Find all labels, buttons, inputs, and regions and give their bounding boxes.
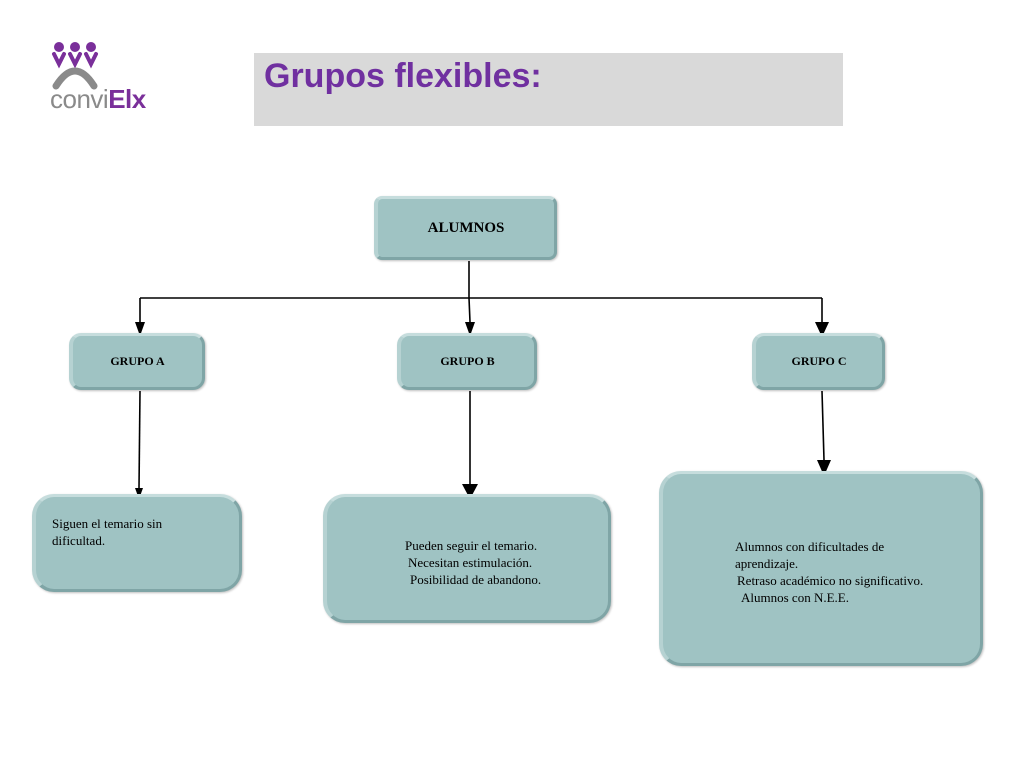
title-bar: Grupos flexibles:: [254, 53, 843, 126]
arrowhead-c-desc: [817, 460, 831, 476]
arrowhead-grupo-a: [135, 322, 145, 336]
node-grupo-c-label: GRUPO C: [791, 354, 847, 368]
node-grupo-b: GRUPO B: [397, 333, 537, 390]
convielx-logo-mark: [52, 42, 98, 90]
desc-grupo-c-text: Alumnos con dificultades de aprendizaje.…: [735, 538, 923, 606]
logo-text-elx: Elx: [108, 84, 146, 114]
connector-a-desc: [138, 390, 141, 489]
desc-line: aprendizaje.: [735, 556, 799, 571]
desc-line: Retraso académico no significativo.: [737, 573, 924, 588]
page-title: Grupos flexibles:: [264, 57, 542, 95]
desc-grupo-b-text: Pueden seguir el temario. Necesitan esti…: [405, 537, 541, 588]
desc-grupo-a: Siguen el temario sin dificultad.: [32, 494, 242, 592]
connector-to-grupo-b: [468, 297, 471, 323]
node-alumnos-label: ALUMNOS: [427, 219, 505, 236]
node-grupo-a-label: GRUPO A: [110, 354, 165, 368]
connector-c-desc: [821, 390, 825, 461]
desc-grupo-a-text: Siguen el temario sin dificultad.: [52, 515, 162, 549]
arrowhead-grupo-c: [815, 322, 829, 337]
logo-wordmark: conviElx: [50, 84, 146, 115]
node-alumnos: ALUMNOS: [374, 196, 557, 260]
desc-line: Pueden seguir el temario.: [405, 538, 538, 553]
desc-grupo-c: Alumnos con dificultades de aprendizaje.…: [659, 471, 983, 666]
desc-line: Posibilidad de abandono.: [410, 572, 542, 587]
node-grupo-b-label: GRUPO B: [440, 354, 495, 368]
arrowhead-a-desc: [135, 488, 143, 499]
desc-line: dificultad.: [52, 533, 106, 548]
arrowhead-grupo-b: [465, 322, 475, 336]
desc-line: Alumnos con N.E.E.: [741, 590, 849, 605]
node-grupo-a: GRUPO A: [69, 333, 205, 390]
convielx-logo: conviElx: [50, 40, 160, 115]
desc-grupo-b: Pueden seguir el temario. Necesitan esti…: [323, 494, 611, 623]
desc-line: Alumnos con dificultades de: [735, 539, 885, 554]
desc-line: Siguen el temario sin: [52, 516, 163, 531]
arrowhead-b-desc: [462, 484, 478, 499]
node-grupo-c: GRUPO C: [752, 333, 885, 390]
desc-line: Necesitan estimulación.: [408, 555, 533, 570]
logo-text-convi: convi: [50, 84, 109, 114]
